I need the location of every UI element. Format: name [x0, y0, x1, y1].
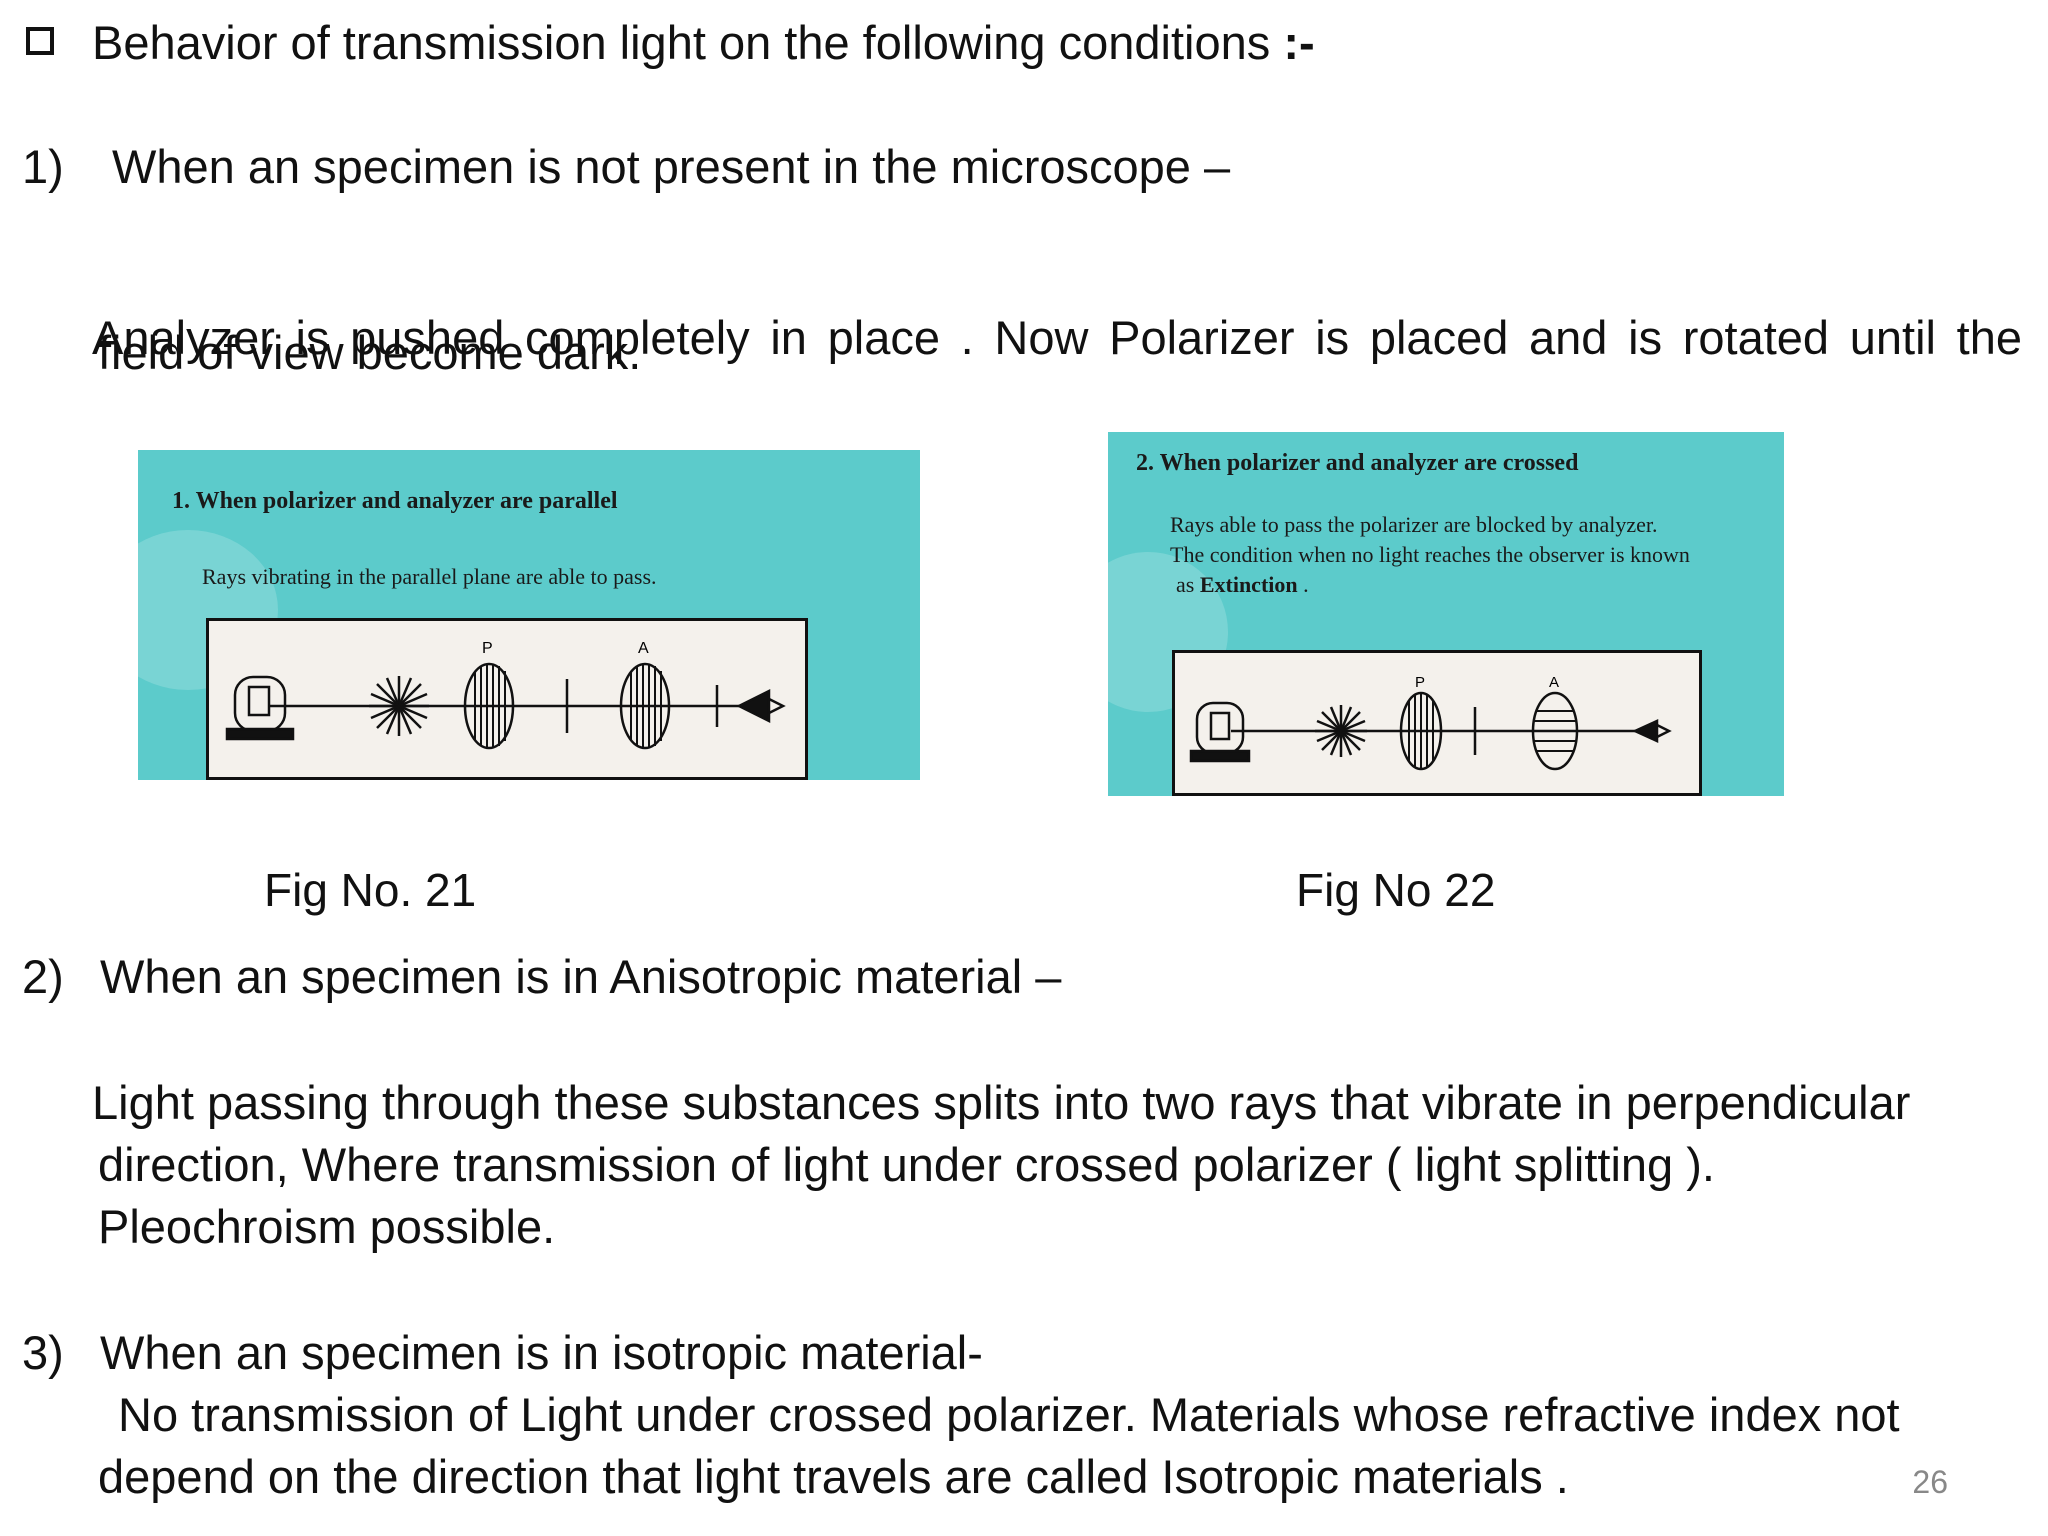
item-1-line-1: Analyzer is pushed completely in place .…: [92, 311, 2022, 364]
item-1-title: When an specimen is not present in the m…: [112, 140, 1231, 193]
heading: Behavior of transmission light on the fo…: [92, 16, 1315, 69]
figure-21-title: 1. When polarizer and analyzer are paral…: [172, 488, 618, 514]
item-3-title: When an specimen is in isotropic materia…: [100, 1326, 983, 1379]
figure-21-label-p: P: [482, 640, 493, 657]
figure-22-caption: Fig No 22: [1296, 864, 1496, 916]
figure-21: 1. When polarizer and analyzer are paral…: [138, 450, 920, 780]
figure-22-title: 2. When polarizer and analyzer are cross…: [1136, 450, 1579, 476]
figure-21-text: Rays vibrating in the parallel plane are…: [202, 564, 657, 589]
item-3-line-2: depend on the direction that light trave…: [98, 1450, 1569, 1503]
figure-22-text-3: as Extinction .: [1176, 572, 1309, 597]
figure-22-text-2: The condition when no light reaches the …: [1170, 542, 1690, 567]
page-number: 26: [1912, 1464, 1948, 1500]
figure-21-diagram: P A: [206, 618, 808, 780]
item-2-title: When an specimen is in Anisotropic mater…: [100, 950, 1062, 1003]
figure-21-label-a: A: [638, 640, 649, 657]
item-2-number: 2): [22, 950, 64, 1003]
figure-22-text-1: Rays able to pass the polarizer are bloc…: [1170, 512, 1658, 537]
figure-22-optics-icon: P A: [1189, 674, 1672, 771]
item-2-line-1: Light passing through these substances s…: [92, 1076, 1911, 1129]
figure-22: 2. When polarizer and analyzer are cross…: [1108, 432, 1784, 796]
figure-22-diagram: P A: [1172, 650, 1702, 796]
item-1-number: 1): [22, 140, 64, 193]
checkbox-bullet-icon: [26, 27, 54, 55]
figure-21-optics-icon: P A: [225, 640, 786, 750]
item-2-line-2: direction, Where transmission of light u…: [98, 1138, 1715, 1191]
item-3-number: 3): [22, 1326, 64, 1379]
item-1-line-2: field of view become dark.: [98, 326, 642, 379]
figure-21-caption: Fig No. 21: [264, 864, 477, 916]
figure-22-label-a: A: [1549, 674, 1559, 691]
item-2-line-3: Pleochroism possible.: [98, 1200, 556, 1253]
figure-22-label-p: P: [1415, 674, 1425, 691]
item-3-line-1: No transmission of Light under crossed p…: [118, 1388, 1900, 1441]
